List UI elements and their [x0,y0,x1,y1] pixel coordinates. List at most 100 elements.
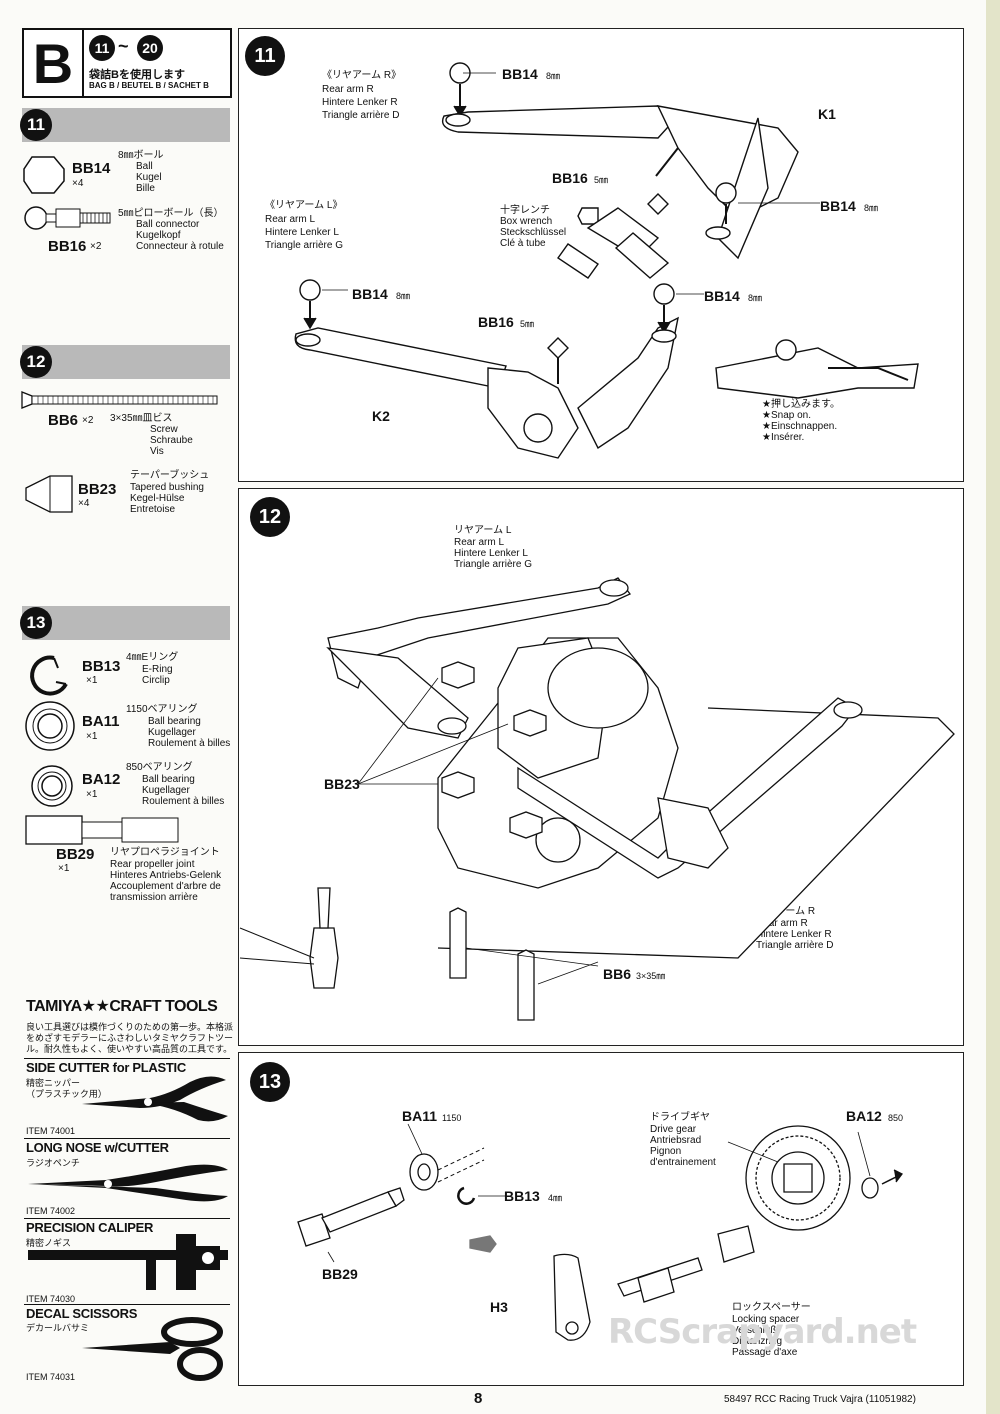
step12-number-badge: 12 [250,497,290,537]
wrench-jp: 十字レンチ [500,205,550,216]
tool-jp: （プラスチック用） [26,1089,107,1099]
ba11-label: BA11 [402,1108,438,1124]
tapered-bushing-icon [25,475,73,513]
lock-spacer-line: Distanzring [732,1336,783,1347]
wrench-line: Box wrench [500,216,553,227]
step11-number-badge: 11 [245,36,285,76]
range-start-badge: 11 [89,35,115,61]
arm-r-line: Hintere Lenker R [322,97,398,108]
arm-r-jp: 《リヤアーム R》 [322,70,402,81]
drive-gear-line: Pignon [650,1146,682,1157]
part-qty: ×2 [90,241,102,252]
arm-l-line: Triangle arrière G [265,240,343,251]
bag-en-text: BAG B / BEUTEL B / SACHET B [89,81,209,90]
part-code: BB29 [56,846,95,863]
ball-bearing-icon [25,701,75,751]
lock-spacer-line: Passage d'axe [732,1347,798,1358]
parts-step11-badge: 11 [20,109,52,141]
tool-divider [24,1058,230,1059]
wrench-line: Steckschlüssel [500,227,567,238]
tool-jp: ラジオペンチ [26,1158,80,1168]
page-edge-bar [986,0,1000,1414]
tool-name: DECAL SCISSORS [26,1306,138,1321]
part-code: BB23 [78,481,117,498]
part-qty: ×1 [86,675,98,686]
tool-item-number: ITEM 74001 [26,1126,76,1136]
k2-label: K2 [372,408,390,424]
tool-jp: デカールバサミ [26,1323,90,1333]
propeller-joint-icon [25,815,179,845]
decal-scissors-icon [82,1317,223,1381]
tool-name: PRECISION CALIPER [26,1220,154,1235]
part-qty: ×1 [86,789,98,800]
arm-r-line: Triangle arrière D [756,940,834,951]
h3-label: H3 [490,1299,508,1315]
tool-jp: 精密ノギス [26,1238,72,1248]
tool-divider [24,1218,230,1219]
parts-bar-step12 [22,345,230,379]
bag-range-box: 11 ~ 20 袋詰Bを使用します BAG B / BEUTEL B / SAC… [82,28,232,98]
part-desc: Roulement à billes [142,796,225,807]
lock-spacer-line: Verschluß- [732,1325,780,1336]
snap-jp: ★押し込みます。 [762,399,840,410]
bag-letter-box: B [22,28,84,98]
bb14-label: BB14 [352,286,388,302]
part-code: BB14 [72,160,111,177]
ball-connector-icon [24,206,111,230]
size-label: 1150 [442,1113,462,1123]
size-label: 5㎜ [520,319,535,329]
model-name: 58497 RCC Racing Truck Vajra (11051982) [724,1394,916,1405]
side-cutter-icon [82,1076,228,1122]
range-separator: ~ [118,36,129,56]
parts-step13-badge: 13 [20,607,52,639]
snap-line: ★Einschnappen. [762,421,838,432]
part-desc: Accouplement d'arbre de [110,881,221,892]
part-qty: ×1 [86,731,98,742]
part-desc: Ball connector [136,219,200,230]
parts-bar-step13 [22,606,230,640]
size-label: 8㎜ [396,291,411,301]
part-desc: Kugellager [148,727,196,738]
part-qty: ×4 [78,498,90,509]
part-code: BA11 [82,713,120,730]
bb23-label: BB23 [324,776,360,792]
part-desc: Hinteres Antriebs-Gelenk [110,870,222,881]
part-desc: Kegel-Hülse [130,493,185,504]
part-code: BB6 [48,412,79,429]
size-label: 850 [888,1113,904,1123]
part-jp: リヤプロペラジョイント [110,847,220,858]
ball-icon [23,156,65,194]
part-jp: 850ベアリング [126,762,193,773]
bb6-label: BB6 [603,966,632,982]
part-desc: Vis [150,446,164,457]
part-desc: Screw [150,424,178,435]
tool-item-number: ITEM 74030 [26,1294,76,1304]
part-desc: Entretoise [130,504,176,515]
step11-diagram [294,62,919,459]
part-qty: ×1 [58,863,70,874]
arm-l-line: Rear arm L [265,214,316,225]
part-jp: 4㎜Eリング [126,652,179,663]
ball-part-icon [715,182,737,204]
part-desc: Bille [136,183,155,194]
e-ring-icon [30,655,68,696]
tool-item-number: ITEM 74002 [26,1206,76,1216]
part-desc: Ball [136,161,153,172]
screw-icon [21,391,218,409]
size-label: 4㎜ [548,1193,563,1203]
bb29-label: BB29 [322,1266,358,1282]
bb14-label: BB14 [704,288,740,304]
size-label: 3×35㎜ [636,971,666,981]
tool-jp: 精密ニッパー [26,1078,81,1088]
arm-l-line: Rear arm L [454,537,505,548]
part-jp: 5㎜ピローボール（長） [118,208,224,219]
size-label: 5㎜ [594,175,609,185]
part-desc: Ball bearing [148,716,201,727]
size-label: 8㎜ [748,293,763,303]
long-nose-pliers-icon [28,1164,228,1202]
arm-r-line: Hintere Lenker R [756,929,832,940]
part-qty: ×2 [82,415,94,426]
drive-gear-jp: ドライブギヤ [650,1112,710,1123]
range-end-badge: 20 [137,35,163,61]
bag-jp-text: 袋詰Bを使用します [89,69,185,81]
